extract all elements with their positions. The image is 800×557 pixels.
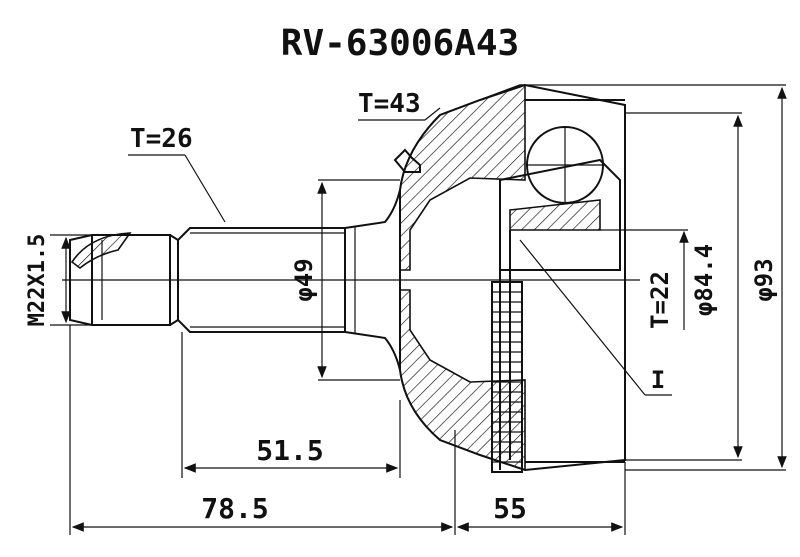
label-515: 51.5 (256, 434, 323, 467)
label-d84: φ84.4 (690, 244, 718, 316)
dim-t22: T=22 (600, 229, 689, 330)
label-d93: φ93 (750, 258, 778, 301)
dim-d49: φ49 (290, 179, 400, 381)
label-55: 55 (493, 492, 527, 525)
label-785: 78.5 (201, 492, 268, 525)
label-t26: T=26 (130, 124, 193, 154)
spline-shaft (177, 189, 401, 371)
label-marker: I (651, 366, 665, 394)
leader-marker: I (519, 239, 672, 396)
label-d49: φ49 (290, 258, 318, 301)
dim-515: 51.5 (181, 332, 401, 478)
label-thread: M22X1.5 (25, 234, 50, 327)
leader-t26: T=26 (128, 124, 226, 223)
part-number-title: RV-63006A43 (281, 23, 519, 64)
dim-thread: M22X1.5 (25, 234, 92, 327)
threaded-tip (69, 232, 179, 326)
dim-d84: φ84.4 (625, 112, 743, 461)
abs-tone-ring (491, 281, 523, 473)
label-t22: T=22 (646, 271, 674, 329)
leader-t43: T=43 (358, 89, 441, 121)
dim-d93: φ93 (525, 84, 787, 471)
boot-clip (393, 148, 421, 173)
dim-785-55: 78.5 55 (69, 325, 626, 535)
label-t43: T=43 (358, 89, 421, 119)
outer-housing (399, 83, 626, 472)
